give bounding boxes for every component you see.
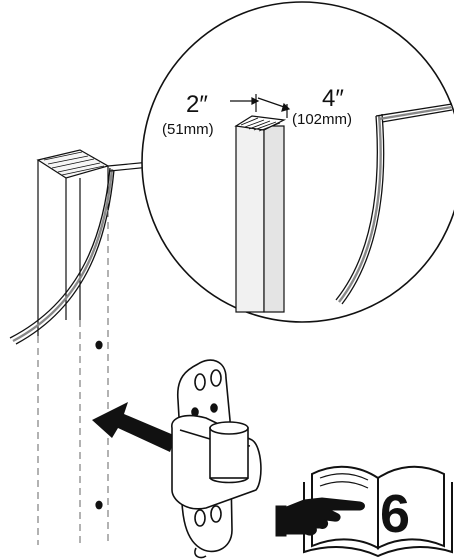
manual-reference: 6 [275,465,453,558]
panel-edge-zoom [335,103,453,305]
mounting-bracket [171,359,262,559]
width-inches-label: 2″ [186,91,208,118]
panel-edge [9,161,151,345]
depth-inches-label: 4″ [322,85,344,112]
step-number: 6 [380,484,410,544]
pointing-hand-icon [275,497,365,537]
dimension-markers [230,94,291,118]
hole-dot-lower [95,500,103,510]
lumber-cross-section [234,115,287,313]
zoom-detail: 2″ (51mm) 4″ (102mm) [141,1,454,323]
arrow-left-icon [92,402,176,452]
depth-metric-label: (102mm) [292,111,352,128]
width-metric-label: (51mm) [162,121,214,138]
guide-lines [37,210,109,545]
hole-dot-upper [95,340,103,350]
post-holes [95,340,103,510]
